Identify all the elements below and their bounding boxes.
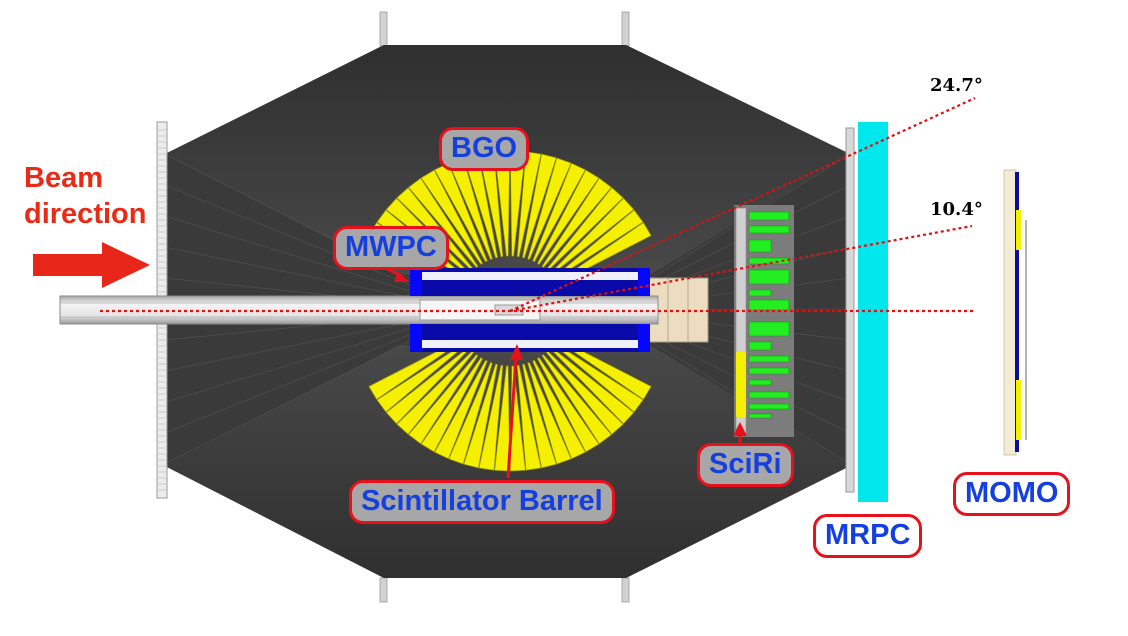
bgo-crystal: [527, 362, 572, 465]
sciri-strip: [748, 355, 790, 363]
bgo-crystal: [448, 362, 493, 465]
mrpc-label: MRPC: [813, 514, 923, 558]
bgo-crystal: [541, 354, 612, 445]
bgo-crystal: [478, 364, 504, 471]
sciri-strip: [748, 289, 772, 297]
sciri-strip: [748, 321, 790, 337]
momo-detector: [1003, 169, 1027, 456]
bgo-crystal: [408, 177, 479, 268]
bgo-crystal: [434, 359, 488, 460]
sciri-strip: [748, 391, 790, 399]
scintillator-barrel: [410, 268, 650, 352]
bgo-crystals-upper: [368, 150, 652, 285]
bgo-crystal: [527, 157, 572, 260]
bgo-crystal: [522, 153, 557, 259]
sciri-strip: [748, 341, 772, 351]
bgo-label: BGO: [439, 127, 530, 171]
sciri-strip: [748, 269, 790, 285]
bgo-crystal: [537, 169, 600, 265]
sciri-strip: [748, 239, 772, 253]
bgo-crystal: [494, 365, 511, 472]
bgo-crystal: [522, 363, 557, 469]
angle-label-outer: 24.7°: [930, 75, 983, 96]
bgo-crystal: [420, 169, 483, 265]
sciri-strip: [748, 299, 790, 311]
scintillator-barrel-label: Scintillator Barrel: [349, 480, 615, 524]
bgo-crystal: [537, 357, 600, 453]
bgo-crystal: [434, 162, 488, 263]
beam-label-line1: Beam: [24, 162, 103, 194]
sciri-strip: [748, 211, 790, 221]
sciri-strip: [748, 257, 790, 265]
bgo-crystal: [532, 162, 586, 263]
bgo-crystal: [532, 359, 586, 460]
angle-label-inner: 10.4°: [930, 199, 983, 220]
sciri-strip: [748, 367, 790, 375]
mwpc-label: MWPC: [333, 226, 449, 270]
bgo-crystal: [408, 354, 479, 445]
sciri-strip: [748, 379, 772, 386]
beam-direction-arrow: [33, 242, 150, 288]
sciri-strip: [748, 225, 790, 234]
momo-label: MOMO: [953, 472, 1071, 516]
bgo-crystal: [420, 357, 483, 453]
bgo-crystal: [516, 364, 542, 471]
beam-direction-label: Beam direction: [24, 160, 146, 232]
sciri-strip: [748, 413, 772, 419]
beam-label-line2: direction: [24, 198, 147, 230]
angle-lines: [100, 96, 976, 313]
bgo-crystal: [463, 363, 498, 469]
sciri-label: SciRi: [697, 443, 794, 487]
sciri-strip: [748, 403, 790, 410]
sciri-detector: [734, 205, 794, 437]
bgo-crystal: [541, 177, 612, 268]
